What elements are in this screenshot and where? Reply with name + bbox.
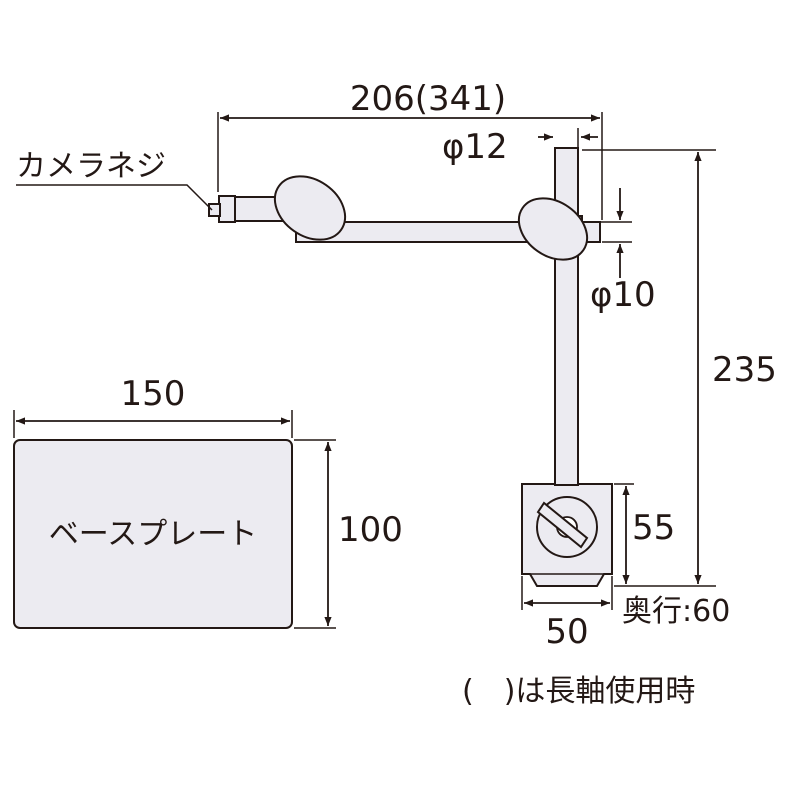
arm-clamp-knob — [517, 197, 589, 261]
base-plate-label: ベースプレート — [49, 517, 258, 552]
plate-height-dimension — [294, 439, 336, 629]
total-height-dimension — [582, 149, 716, 584]
rod-diameter-12-dimension — [538, 128, 598, 147]
plate-height-label: 100 — [338, 510, 403, 550]
camera-mount — [218, 195, 236, 223]
magnetic-base — [521, 483, 613, 587]
vertical-rod — [554, 147, 579, 486]
magnet-width-dimension — [521, 576, 613, 610]
shaft-clamp-knob — [273, 175, 347, 241]
base-plate — [13, 439, 293, 629]
plate-width-label: 150 — [121, 374, 186, 414]
long-shaft-note: ( )は長軸使用時 — [462, 674, 695, 709]
camera-screw-label: カメラネジ — [16, 149, 166, 184]
total-height-label: 235 — [712, 350, 777, 390]
rod-diameter-10-dimension — [584, 188, 632, 278]
plate-width-dimension — [13, 410, 293, 438]
magnet-width-label: 50 — [545, 612, 588, 652]
arm-length-dimension — [217, 112, 603, 220]
magnet-height-dimension — [614, 483, 716, 587]
camera-screw-leader — [16, 184, 213, 211]
arm-length-label: 206(341) — [350, 79, 506, 119]
depth-label: 奥行:60 — [622, 594, 730, 629]
magnet-switch-lever — [536, 501, 589, 549]
camera-screw — [208, 203, 221, 217]
rod-diameter-12-label: φ12 — [442, 127, 508, 167]
magnet-height-label: 55 — [632, 508, 675, 548]
rod-diameter-10-label: φ10 — [590, 275, 656, 315]
